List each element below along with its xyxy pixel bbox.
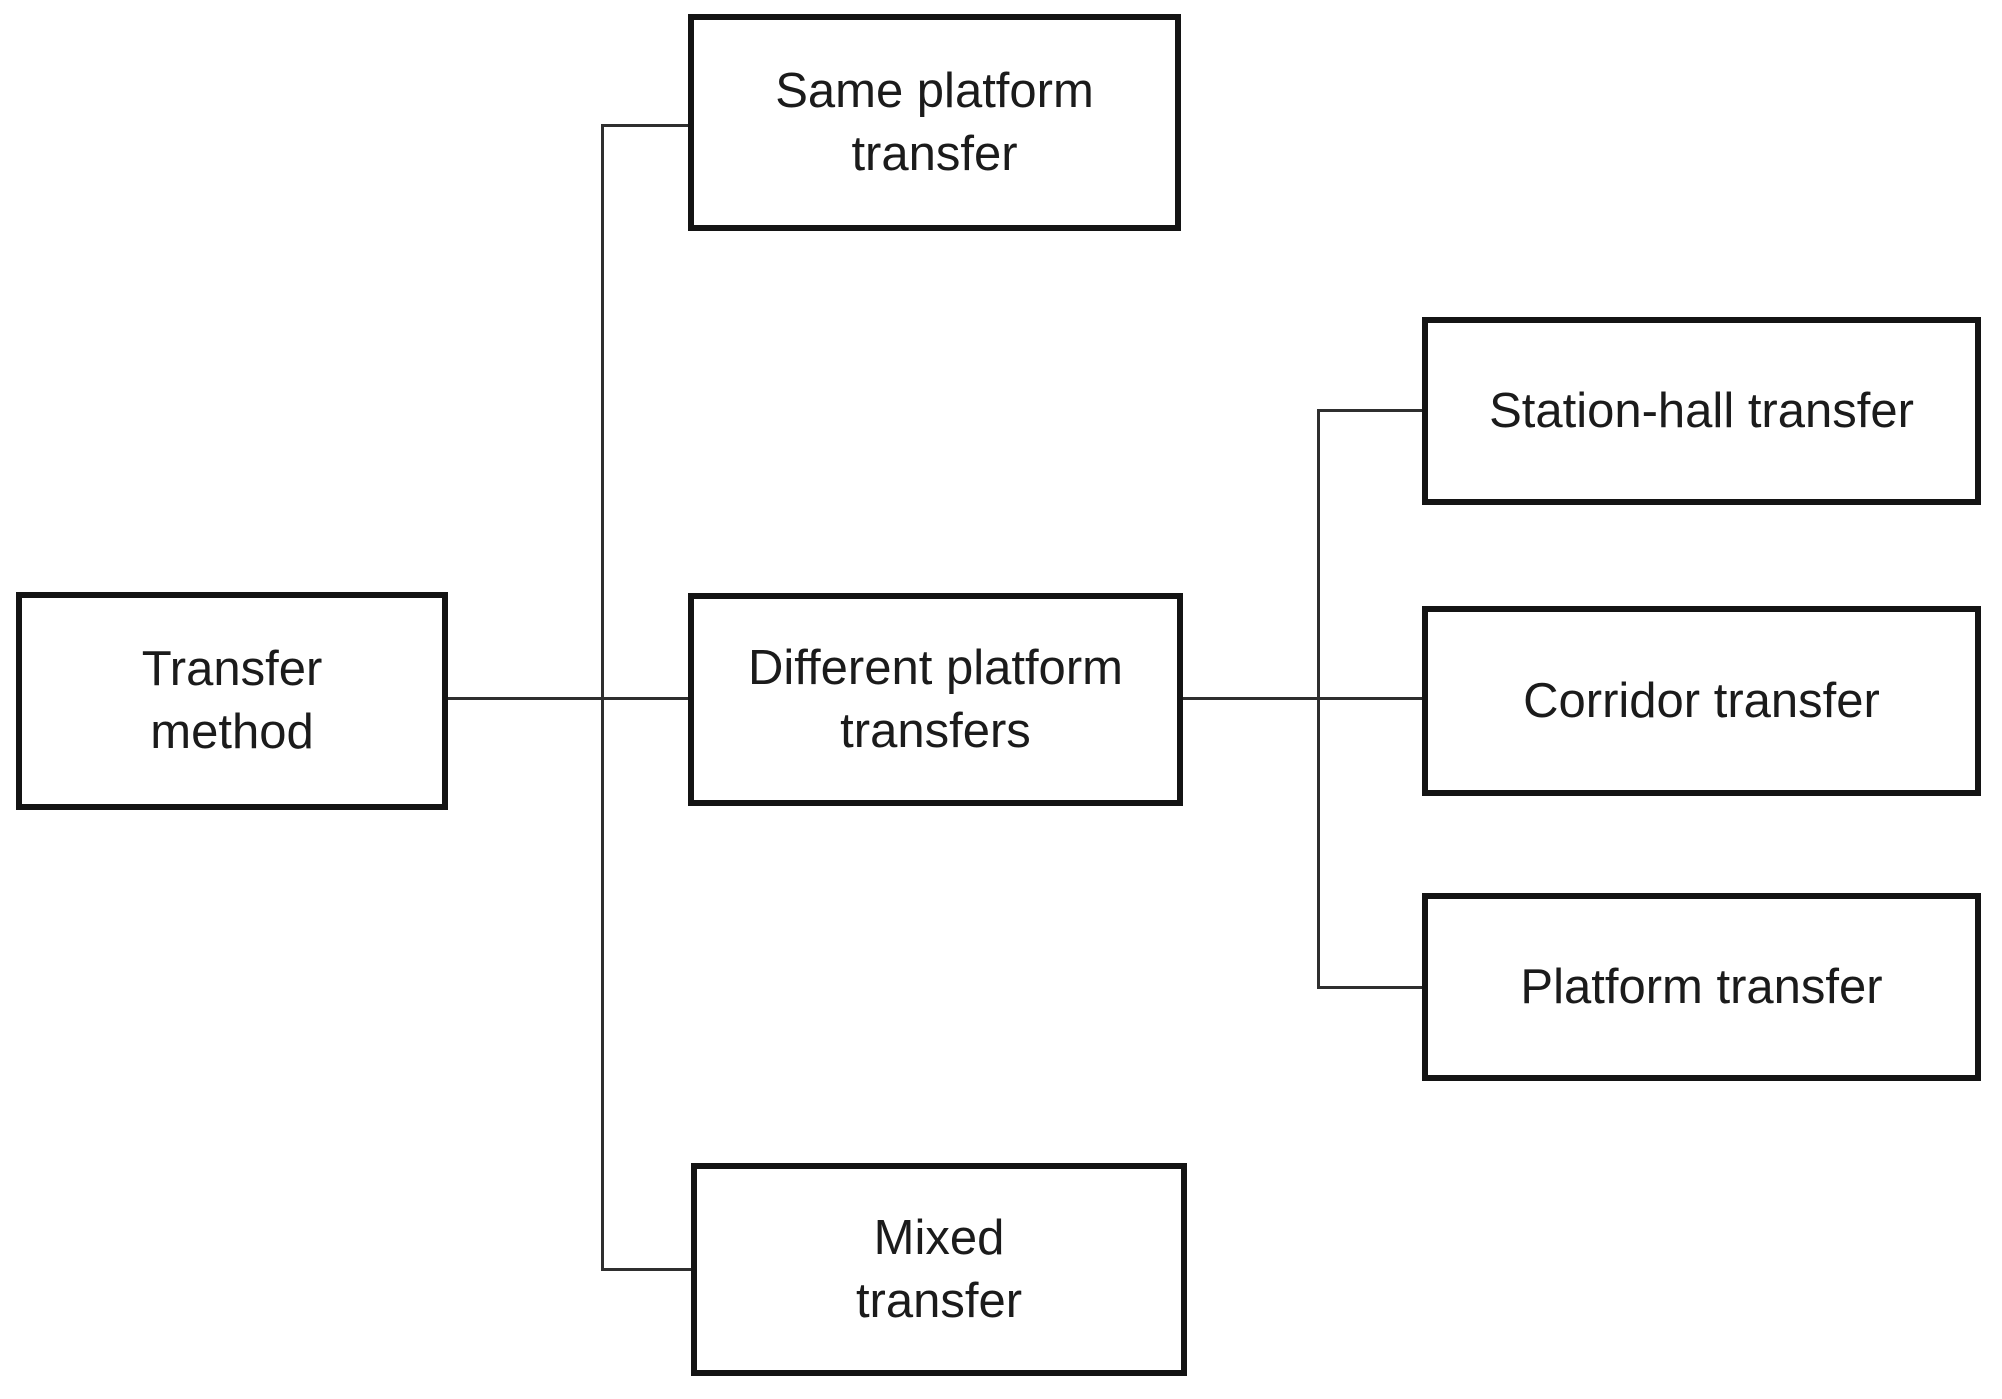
connector-right-trunk-vertical (1317, 409, 1320, 989)
connector-trunk-to-mixed (601, 1268, 693, 1271)
connector-different-to-rtrunk (1181, 697, 1424, 700)
connector-trunk-to-same-platform (601, 124, 690, 127)
node-different-platform-transfers: Different platform transfers (688, 593, 1183, 806)
node-station-hall-transfer: Station-hall transfer (1422, 317, 1981, 505)
connector-trunk-vertical (601, 124, 604, 1271)
node-same-platform-transfer: Same platform transfer (688, 14, 1181, 231)
connector-rtrunk-to-station-hall (1317, 409, 1424, 412)
connector-root-to-trunk (446, 697, 690, 700)
node-corridor-transfer: Corridor transfer (1422, 606, 1981, 796)
node-mixed-transfer: Mixed transfer (691, 1163, 1187, 1376)
node-transfer-method: Transfer method (16, 592, 448, 810)
connector-rtrunk-to-platform (1317, 986, 1424, 989)
node-platform-transfer: Platform transfer (1422, 893, 1981, 1081)
